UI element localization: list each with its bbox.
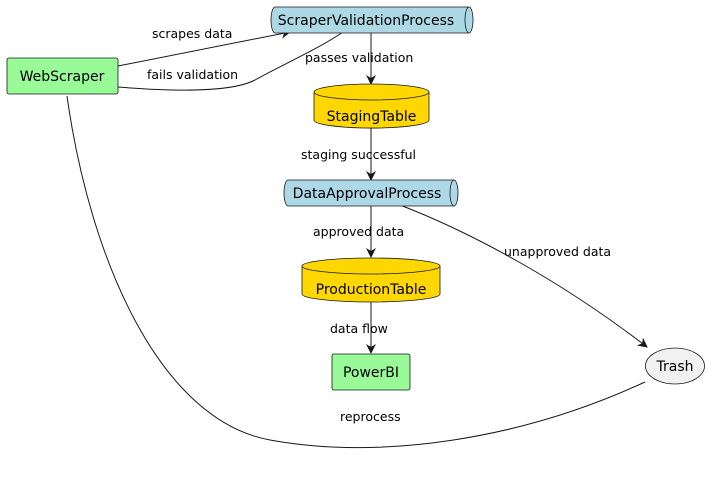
node-web-scraper-label: WebScraper — [20, 69, 105, 85]
node-web-scraper[interactable]: WebScraper — [6, 57, 119, 95]
node-scraper-validation-process-label: ScraperValidationProcess — [278, 13, 454, 29]
edge-label-staging-successful: staging successful — [301, 147, 416, 162]
edge-label-fails-validation: fails validation — [147, 67, 238, 82]
edge-scrapes-data — [117, 28, 291, 67]
node-data-approval-process[interactable]: DataApprovalProcess — [283, 179, 459, 207]
edge-label-scrapes-data: scrapes data — [152, 26, 232, 41]
node-power-bi[interactable]: PowerBI — [331, 353, 411, 391]
node-staging-table-label: StagingTable — [327, 109, 417, 125]
node-trash[interactable]: Trash — [645, 347, 705, 385]
edge-label-passes-validation: passes validation — [305, 50, 413, 65]
edge-label-approved-data: approved data — [313, 224, 404, 239]
node-power-bi-label: PowerBI — [343, 365, 399, 381]
node-scraper-validation-process[interactable]: ScraperValidationProcess — [270, 6, 474, 34]
edge-unapproved-data — [399, 204, 648, 348]
node-staging-table[interactable]: StagingTable — [313, 83, 430, 129]
edge-reprocess — [66, 95, 646, 449]
node-data-approval-process-label: DataApprovalProcess — [293, 186, 442, 202]
node-trash-label: Trash — [656, 359, 694, 375]
edge-label-data-flow: data flow — [330, 321, 388, 336]
edge-label-reprocess: reprocess — [340, 409, 401, 424]
edge-label-unapproved-data: unapproved data — [504, 244, 611, 259]
edge-fails-validation — [117, 31, 344, 91]
node-production-table[interactable]: ProductionTable — [301, 257, 441, 303]
node-production-table-label: ProductionTable — [316, 282, 427, 298]
